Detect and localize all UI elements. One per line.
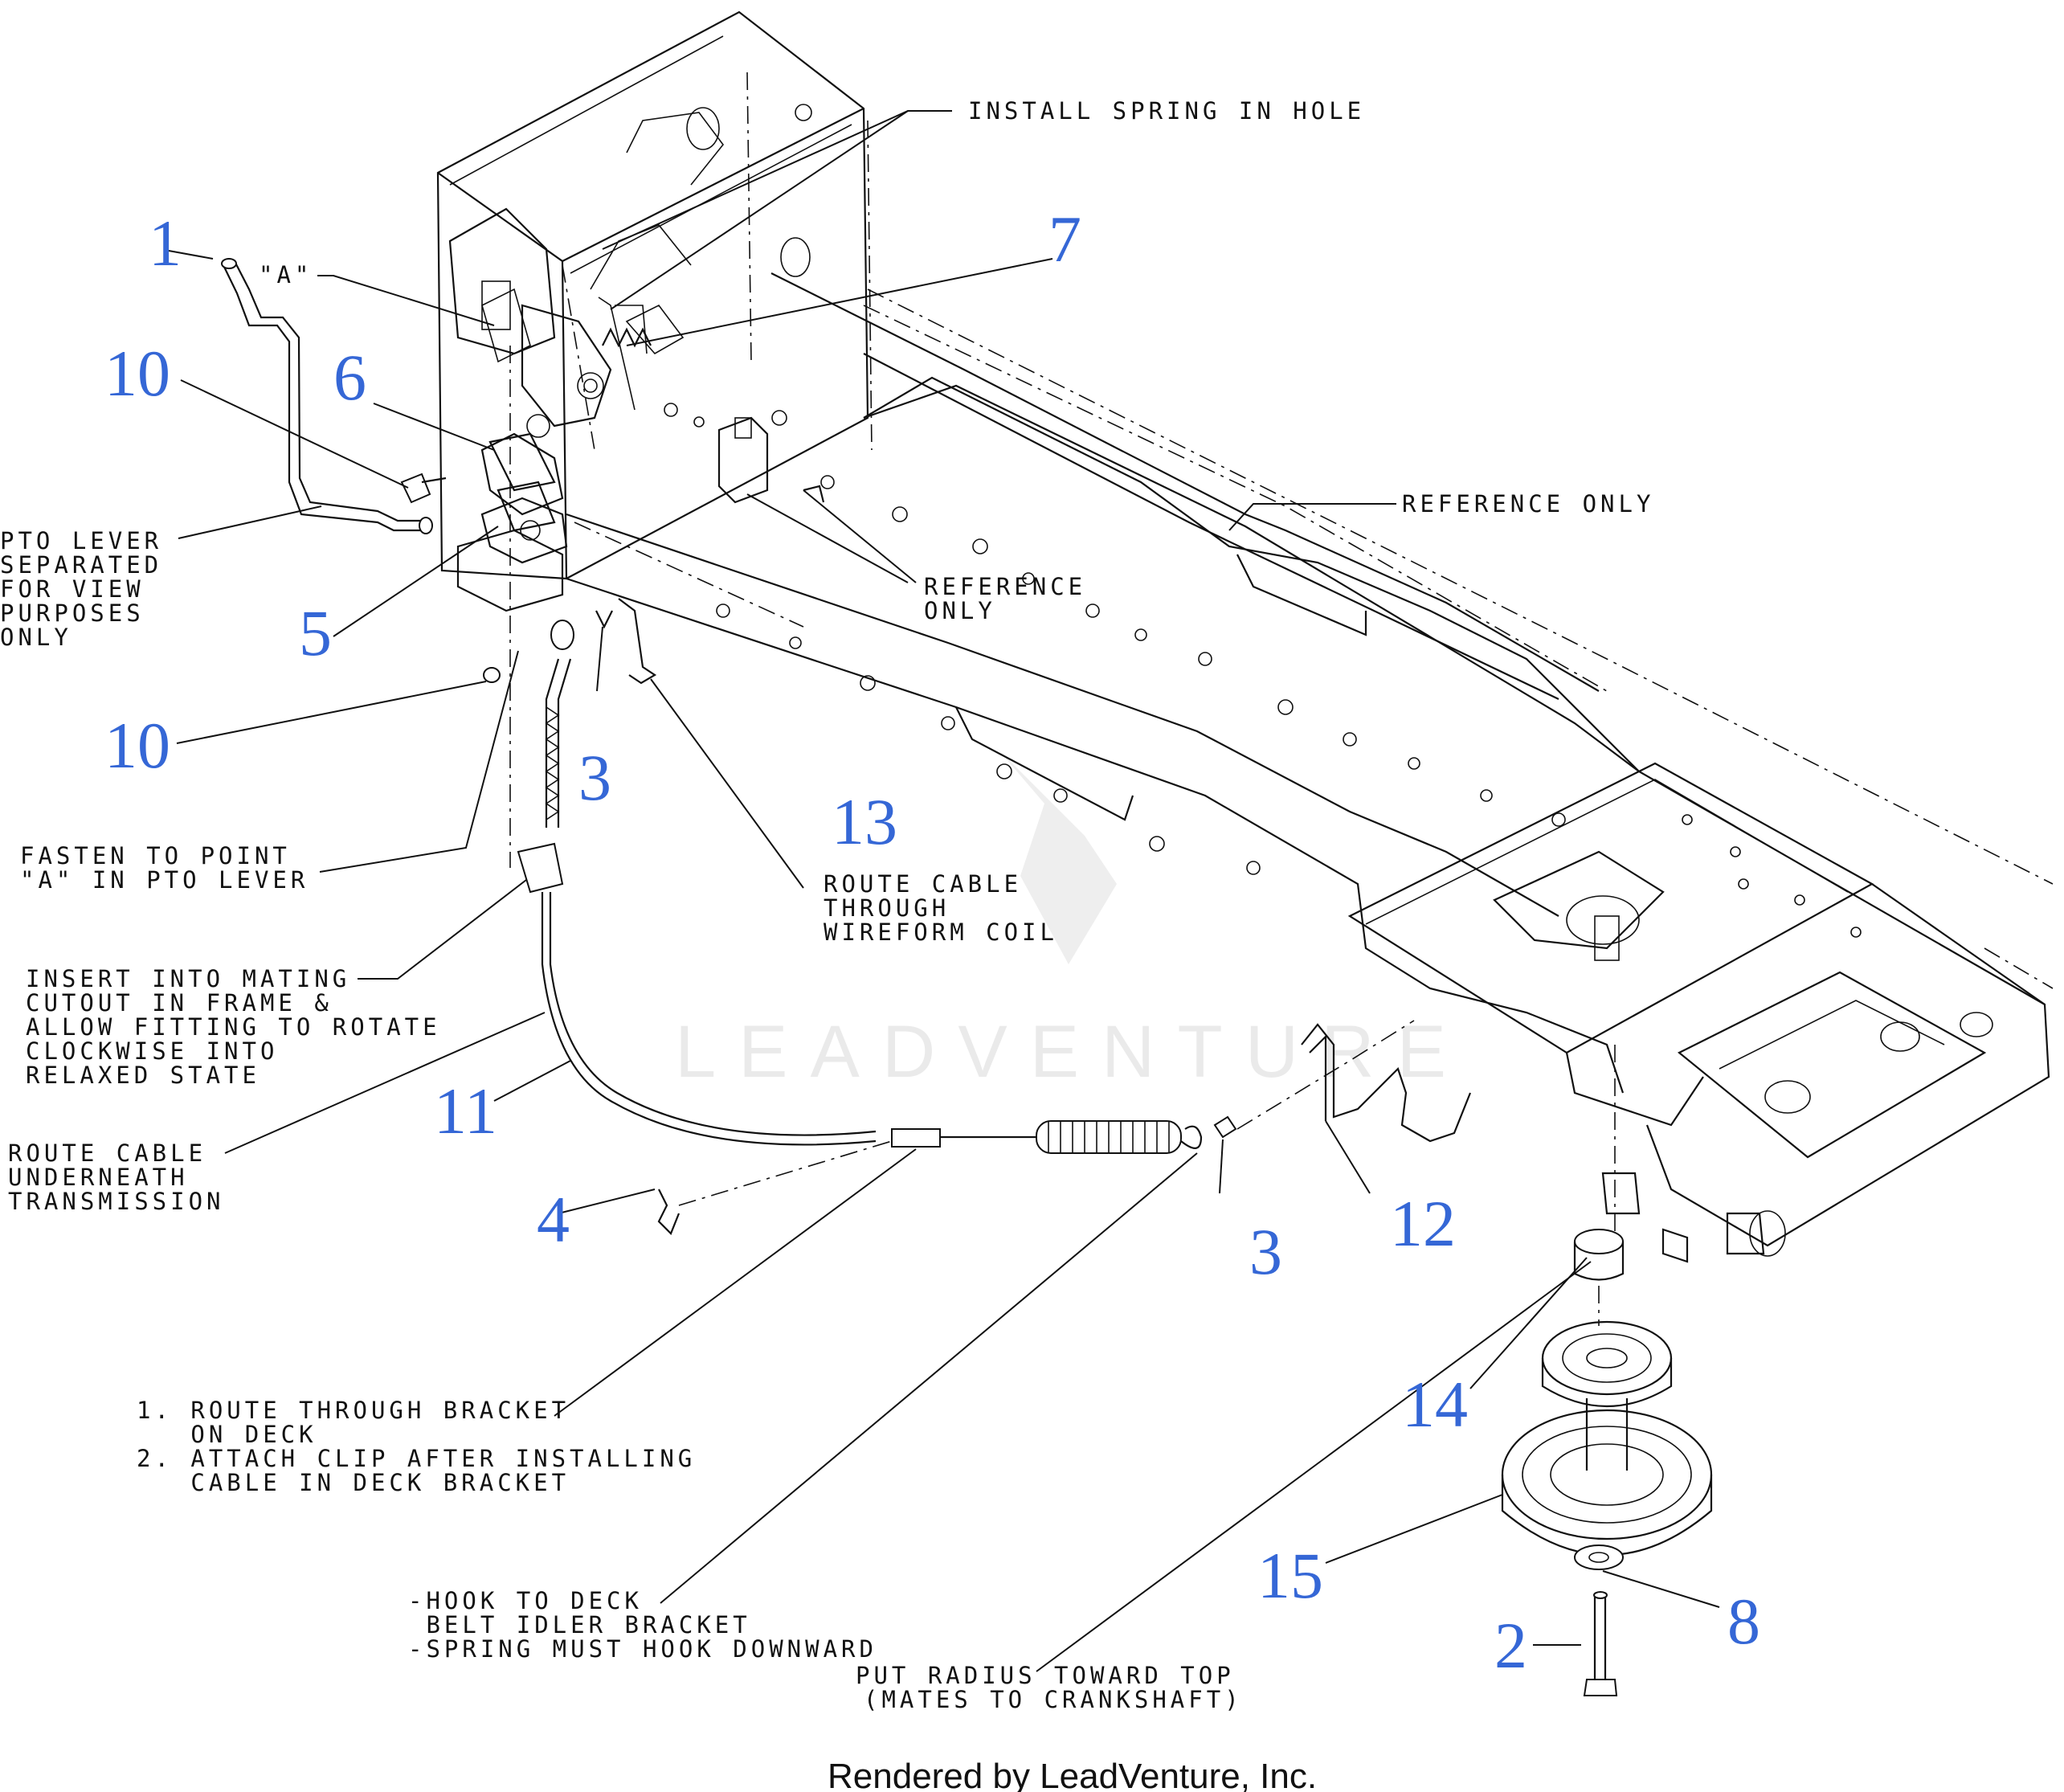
cable-spring-upper (545, 706, 560, 820)
callout-8: 8 (1727, 1585, 1760, 1658)
svg-text:ONLY: ONLY (0, 624, 72, 651)
watermark-text: LEADVENTURE (675, 1011, 1469, 1093)
svg-text:TRANSMISSION: TRANSMISSION (8, 1188, 225, 1215)
svg-text:PUT RADIUS TOWARD TOP: PUT RADIUS TOWARD TOP (856, 1662, 1235, 1689)
svg-text:INSERT INTO MATING: INSERT INTO MATING (26, 965, 350, 992)
callout-3-upper: 3 (578, 741, 611, 814)
footer-credit: Rendered by LeadVenture, Inc. (828, 1757, 1317, 1792)
svg-text:2. ATTACH CLIP AFTER INSTALLIN: 2. ATTACH CLIP AFTER INSTALLING (137, 1445, 696, 1472)
note-reference-only-mid-1: REFERENCE (924, 573, 1086, 600)
svg-text:ALLOW FITTING TO ROTATE: ALLOW FITTING TO ROTATE (26, 1013, 441, 1041)
svg-text:CUTOUT IN FRAME &: CUTOUT IN FRAME & (26, 989, 333, 1017)
callout-6: 6 (333, 341, 366, 414)
callout-3-lower: 3 (1249, 1215, 1282, 1288)
callout-12: 12 (1390, 1187, 1456, 1260)
spring-7 (598, 297, 652, 411)
svg-text:RELAXED STATE: RELAXED STATE (26, 1062, 260, 1089)
callout-numbers: 1 10 6 7 5 10 3 13 11 4 3 12 14 15 8 2 (104, 203, 1760, 1682)
svg-text:-HOOK TO DECK: -HOOK TO DECK (408, 1587, 643, 1614)
svg-text:ROUTE CABLE: ROUTE CABLE (8, 1139, 206, 1167)
svg-text:PURPOSES: PURPOSES (0, 599, 145, 627)
leader-lines (168, 110, 1720, 1672)
callout-15: 15 (1257, 1539, 1323, 1612)
reference-switch (717, 416, 825, 504)
note-reference-only-mid-2: ONLY (924, 597, 996, 624)
svg-text:WIREFORM COIL: WIREFORM COIL (824, 919, 1058, 946)
svg-text:FASTEN TO POINT: FASTEN TO POINT (20, 842, 291, 869)
cable-spring-lower (1036, 1120, 1182, 1154)
svg-text:ROUTE CABLE: ROUTE CABLE (824, 870, 1022, 898)
callout-10-upper: 10 (104, 337, 170, 410)
callout-10-lower: 10 (104, 709, 170, 782)
note-reference-only-top: REFERENCE ONLY (1402, 490, 1654, 518)
callout-14: 14 (1402, 1368, 1468, 1441)
pto-cable (509, 346, 1203, 1154)
watermark: LEADVENTURE (675, 747, 1469, 1093)
callout-5: 5 (299, 596, 332, 669)
note-point-a: "A" (259, 261, 313, 288)
callout-13: 13 (832, 785, 897, 858)
frame-holes (664, 403, 1862, 938)
pto-lever (221, 258, 433, 534)
svg-text:-SPRING MUST HOOK DOWNWARD: -SPRING MUST HOOK DOWNWARD (408, 1635, 877, 1663)
pto-bracket-parts (400, 207, 825, 685)
note-radius: PUT RADIUS TOWARD TOP (MATES TO CRANKSHA… (856, 1662, 1243, 1713)
bolt-10-upper (400, 473, 447, 504)
svg-text:PTO LEVER: PTO LEVER (0, 527, 162, 554)
note-hook: -HOOK TO DECK BELT IDLER BRACKET -SPRING… (408, 1587, 877, 1663)
wireform-12 (1301, 1023, 1472, 1143)
svg-text:BELT IDLER BRACKET: BELT IDLER BRACKET (408, 1611, 751, 1639)
frame-assembly (436, 10, 2054, 1263)
callout-1: 1 (149, 207, 182, 280)
svg-text:1. ROUTE THROUGH BRACKET: 1. ROUTE THROUGH BRACKET (137, 1397, 570, 1424)
note-route-bracket: 1. ROUTE THROUGH BRACKET ON DECK 2. ATTA… (137, 1397, 696, 1496)
note-insert: INSERT INTO MATING CUTOUT IN FRAME & ALL… (26, 965, 441, 1089)
svg-text:CLOCKWISE INTO: CLOCKWISE INTO (26, 1037, 278, 1065)
callout-4: 4 (537, 1183, 570, 1256)
bolt-3-lower (1213, 1020, 1415, 1139)
notes: INSTALL SPRING IN HOLE REFERENCE ONLY RE… (0, 97, 1654, 1713)
note-install-spring: INSTALL SPRING IN HOLE (968, 97, 1365, 125)
svg-text:FOR VIEW: FOR VIEW (0, 575, 145, 603)
svg-text:UNDERNEATH: UNDERNEATH (8, 1164, 189, 1191)
svg-text:(MATES TO CRANKSHAFT): (MATES TO CRANKSHAFT) (864, 1686, 1243, 1713)
callout-2: 2 (1494, 1609, 1527, 1682)
svg-text:THROUGH: THROUGH (824, 894, 950, 922)
note-route-wireform: ROUTE CABLE THROUGH WIREFORM COIL (824, 870, 1058, 946)
svg-text:CABLE IN DECK BRACKET: CABLE IN DECK BRACKET (137, 1469, 570, 1496)
callout-11: 11 (434, 1074, 497, 1148)
clip-4 (657, 1140, 893, 1235)
svg-text:SEPARATED: SEPARATED (0, 551, 162, 579)
svg-text:ON DECK: ON DECK (137, 1421, 317, 1448)
svg-text:"A" IN PTO LEVER: "A" IN PTO LEVER (20, 866, 309, 894)
note-pto-lever: PTO LEVER SEPARATED FOR VIEW PURPOSES ON… (0, 527, 162, 651)
callout-7: 7 (1048, 203, 1081, 276)
note-fasten: FASTEN TO POINT "A" IN PTO LEVER (20, 842, 309, 894)
pulley-stack (1501, 1229, 1713, 1696)
note-route-underneath: ROUTE CABLE UNDERNEATH TRANSMISSION (8, 1139, 225, 1215)
